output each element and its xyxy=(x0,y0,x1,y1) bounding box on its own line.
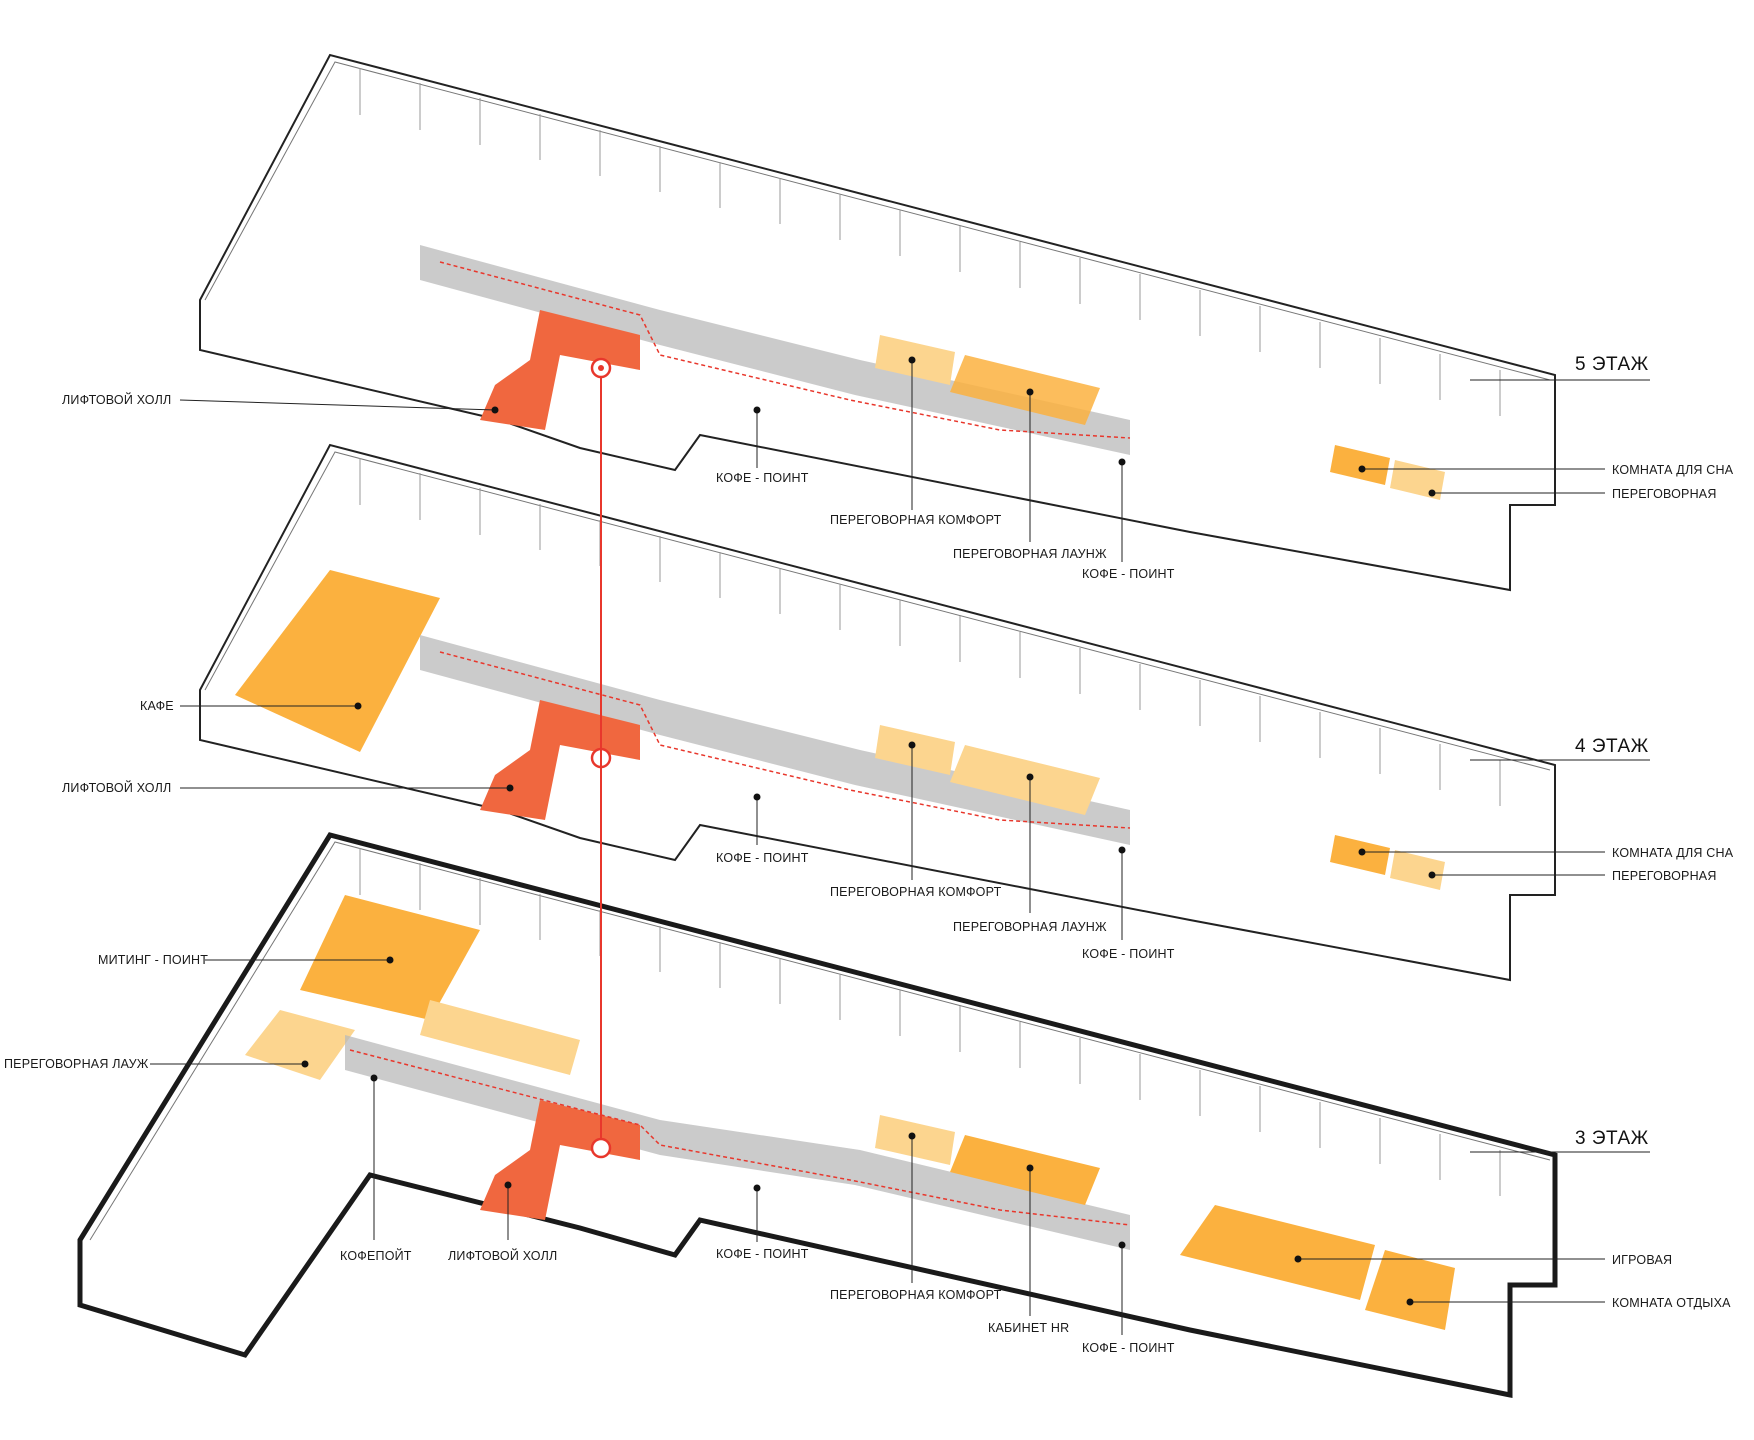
floor-3-plan xyxy=(77,832,1558,1399)
floor-4-meeting-room xyxy=(1390,850,1445,890)
floor-label-3: 3 ЭТАЖ xyxy=(1575,1128,1649,1149)
floor-3-hr-office xyxy=(950,1135,1100,1205)
floor-3-route xyxy=(349,1049,1131,1226)
label-lift-hall-3: ЛИФТОВОЙ ХОЛЛ xyxy=(448,1248,557,1263)
label-meeting-room-4: ПЕРЕГОВОРНАЯ xyxy=(1612,869,1717,883)
floor-5-window-wall xyxy=(204,61,1551,381)
label-coffee-point-5b: КОФЕ - ПОИНТ xyxy=(1082,567,1175,581)
label-sleep-room-5: КОМНАТА ДЛЯ СНА xyxy=(1612,463,1734,477)
floor-3-meeting-lounge-left xyxy=(245,1010,355,1080)
floor-3-corridor xyxy=(345,1035,1130,1250)
label-coffee-point-5a: КОФЕ - ПОИНТ xyxy=(716,471,809,485)
floor-4-meeting-comfort xyxy=(875,725,955,775)
floor-4-sleep-room xyxy=(1330,835,1390,875)
floor-3-lift-marker xyxy=(590,1137,612,1159)
label-hr-office-3: КАБИНЕТ HR xyxy=(988,1321,1069,1335)
floor-label-5: 5 ЭТАЖ xyxy=(1575,354,1649,375)
floor-5-lift-marker-core xyxy=(598,365,604,371)
floor-3-window-mullions xyxy=(359,848,1501,1196)
label-coffee-point-4b: КОФЕ - ПОИНТ xyxy=(1082,947,1175,961)
floor-4-window-wall xyxy=(204,451,1551,771)
label-coffee-point-3b: КОФЕ - ПОИНТ xyxy=(1082,1341,1175,1355)
floor-5-window-mullions xyxy=(359,68,1501,416)
floor-3-game-room xyxy=(1180,1205,1375,1300)
floor-5-sleep-room xyxy=(1330,445,1390,485)
floor-5-lift-hall xyxy=(480,310,640,430)
floor-4-window-mullions xyxy=(359,458,1501,806)
floor-5-meeting-lounge xyxy=(950,355,1100,425)
floor-label-4: 4 ЭТАЖ xyxy=(1575,736,1649,757)
label-meeting-point-3: МИТИНГ - ПОИНТ xyxy=(98,953,208,967)
floor-3-window-wall xyxy=(89,841,1551,1241)
label-lift-hall-5: ЛИФТОВОЙ ХОЛЛ xyxy=(62,392,171,407)
floor-3-rest-room xyxy=(1365,1250,1455,1330)
label-lift-hall-4: ЛИФТОВОЙ ХОЛЛ xyxy=(62,780,171,795)
label-meeting-comfort-5: ПЕРЕГОВОРНАЯ КОМФОРТ xyxy=(830,513,1002,527)
label-coffee-point-4a: КОФЕ - ПОИНТ xyxy=(716,851,809,865)
label-meeting-lounge-3a: ПЕРЕГОВОРНАЯ ЛАУЖ xyxy=(4,1057,149,1071)
label-meeting-lounge-4: ПЕРЕГОВОРНАЯ ЛАУНЖ xyxy=(953,920,1107,934)
label-meeting-comfort-3: ПЕРЕГОВОРНАЯ КОМФОРТ xyxy=(830,1288,1002,1302)
label-coffee-point-3a: КОФЕ - ПОИНТ xyxy=(716,1247,809,1261)
annotations: 5 ЭТАЖ ЛИФТОВОЙ ХОЛЛ КОФЕ - ПОИНТ ПЕРЕГО… xyxy=(4,354,1734,1355)
floor-4-corridor xyxy=(420,635,1130,845)
label-rest-room-3: КОМНАТА ОТДЫХА xyxy=(1612,1296,1731,1310)
label-sleep-room-4: КОМНАТА ДЛЯ СНА xyxy=(1612,846,1734,860)
floor-3-meeting-rooms-row xyxy=(420,1000,580,1075)
floor-3-meeting-comfort xyxy=(875,1115,955,1165)
label-game-room-3: ИГРОВАЯ xyxy=(1612,1253,1672,1267)
floor-4-meeting-lounge xyxy=(950,745,1100,815)
label-cafe-4: КАФЕ xyxy=(140,699,174,713)
floor-5-plan xyxy=(199,53,1556,592)
label-meeting-lounge-5: ПЕРЕГОВОРНАЯ ЛАУНЖ xyxy=(953,547,1107,561)
label-coffee-corner-3: КОФЕПОЙТ xyxy=(340,1248,412,1263)
label-meeting-room-5: ПЕРЕГОВОРНАЯ xyxy=(1612,487,1717,501)
floor-5-corridor xyxy=(420,245,1130,455)
label-meeting-comfort-4: ПЕРЕГОВОРНАЯ КОМФОРТ xyxy=(830,885,1002,899)
